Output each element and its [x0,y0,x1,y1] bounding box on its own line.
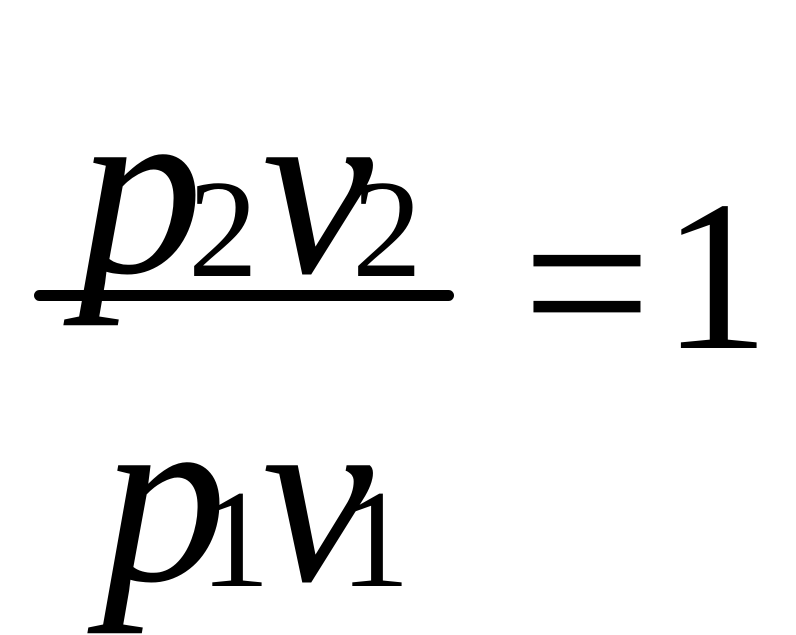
denominator-v: v [262,358,373,635]
fraction-bar [34,290,454,301]
equals-sign: = [522,155,652,410]
denominator-p-subscript: 1 [200,462,270,617]
numerator-p-subscript: 2 [188,152,258,307]
numerator-p: p [78,50,203,327]
denominator-v-subscript: 1 [340,462,410,617]
numerator-v-subscript: 2 [352,152,422,307]
numerator-v: v [262,50,373,327]
rhs-value: 1 [662,156,770,395]
denominator-p: p [102,358,227,635]
